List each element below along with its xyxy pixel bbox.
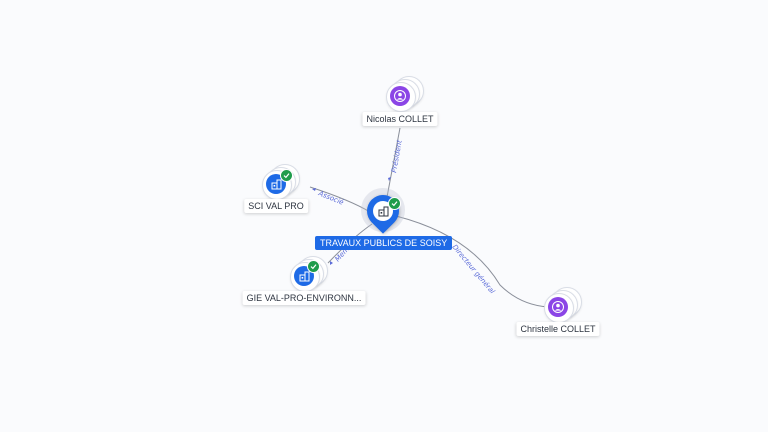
edge-directeur-general [395, 215, 549, 308]
node-sci-val-pro[interactable] [256, 164, 300, 204]
label-christelle-collet[interactable]: Christelle COLLET [516, 322, 600, 336]
building-icon [299, 271, 309, 281]
person-avatar [390, 86, 410, 106]
label-gie-val-pro-environn[interactable]: GIE VAL-PRO-ENVIRONN... [242, 291, 366, 305]
edge-president [386, 127, 401, 198]
node-christelle-collet[interactable] [538, 287, 582, 327]
verified-check-icon [388, 197, 401, 210]
label-sci-val-pro[interactable]: SCI VAL PRO [244, 199, 308, 213]
node-gie-val-pro-environn[interactable] [284, 256, 328, 296]
verified-check-icon [307, 260, 320, 273]
edge-label-associe: Associé [316, 189, 345, 207]
verified-check-icon [280, 169, 293, 182]
building-icon [378, 206, 388, 216]
building-icon [271, 179, 281, 189]
person-icon [394, 90, 406, 102]
person-avatar [548, 297, 568, 317]
person-icon [552, 301, 564, 313]
arrow-president [388, 177, 391, 181]
arrow-associe [312, 188, 316, 191]
arrow-membre [330, 261, 333, 265]
center-node-label[interactable]: TRAVAUX PUBLICS DE SOISY [315, 236, 453, 250]
label-nicolas-collet[interactable]: Nicolas COLLET [362, 112, 438, 126]
node-nicolas-collet[interactable] [380, 76, 424, 116]
edge-label-president: Président [390, 139, 404, 173]
